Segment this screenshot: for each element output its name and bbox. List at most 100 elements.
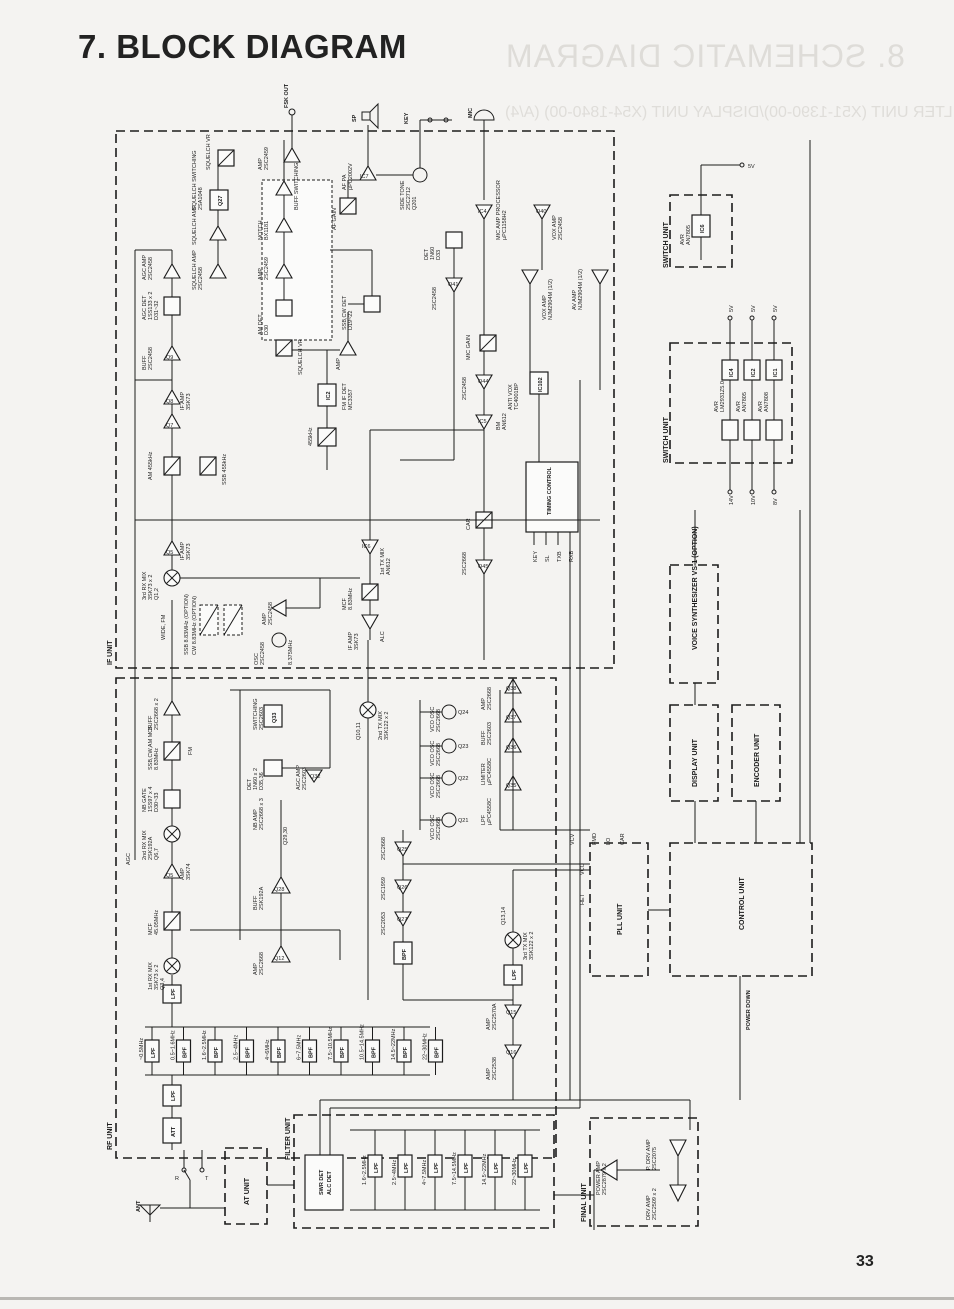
avr-in-label: 14V (729, 495, 735, 505)
key-contact-a (427, 117, 433, 123)
drv-amp-label: DRV AMP (646, 1195, 652, 1220)
if-unit-label: IF UNIT (107, 640, 114, 665)
mcf-label: MCF (148, 922, 154, 935)
ssb-mcf-freq: 8.83MHz (154, 748, 160, 770)
avr-part: LM2931Z5.0 (720, 381, 726, 412)
nb-det-part: 1N60 x 2 (253, 768, 259, 790)
encoder-unit-label: ENCODER UNIT (754, 733, 761, 787)
cw-option-label: CW 8.83MHz (OPTION) (192, 596, 198, 655)
bm-ic: IC5 (478, 419, 487, 425)
av-amp-label: AV AMP (572, 290, 578, 310)
amp-q10-label: AMP (258, 268, 264, 280)
squelch-amp-part: 2SC2458 (198, 267, 204, 290)
mic-amp-label: MIC AMP PROCESSOR (496, 180, 502, 240)
tx-switch-label: T (205, 1176, 209, 1182)
mic-label: MIC (468, 108, 474, 118)
avr-part: AN7808 (764, 392, 770, 412)
pre-drv-amp (669, 1139, 687, 1158)
avr-out-label: 5V (751, 305, 757, 312)
rf-amp-part: 3SK74 (186, 863, 192, 880)
pll-signal-label: LO (606, 837, 612, 845)
vco-osc-symbol (441, 770, 457, 786)
mcf-tx-freq: 8.83MHz (348, 588, 354, 610)
if-amp-q7 (163, 412, 181, 429)
osc-part: 2SC2458 (260, 642, 266, 665)
mcf-freq: 45.05MHz (154, 910, 160, 935)
buff-q45-part: 2SC2668 (462, 552, 468, 575)
if-buff-part: 2SC2458 (148, 347, 154, 370)
fm-if-det-part: MC3357 (348, 389, 354, 410)
vco-osc-symbol (441, 738, 457, 754)
at-unit-label: AT UNIT (244, 1177, 251, 1205)
switch-unit-lower-boundary (669, 342, 793, 464)
tx1-mix-ic: IC6 (362, 544, 371, 550)
rx2-mix-symbol (163, 825, 181, 843)
af-gain-label: AF GAIN (332, 208, 338, 230)
anti-vox-part: TC4001BP (514, 383, 520, 410)
af-pa-ic7 (359, 164, 377, 181)
vco-lpf-part: µPC4558C (487, 798, 493, 825)
vco-lpf-label: LPF (481, 814, 487, 825)
vco-osc-name: VCO OSC (430, 741, 436, 766)
buff-q45-q: Q45 (478, 564, 488, 570)
timing-signal-label: SL (545, 555, 551, 562)
bm-part: AN612 (502, 413, 508, 430)
osc-label: OSC (254, 653, 260, 665)
vco-limiter-part: µPC4558C (487, 758, 493, 785)
pre-drv-amp-label: P. DRV AMP (646, 1139, 652, 1170)
if-amp1-label: IF AMP (180, 542, 186, 560)
nb-buff-part: 2SK192A (259, 886, 265, 910)
timing-signal-label: TXB (557, 551, 563, 562)
tx2-mix-label: 2nd TX MIX (378, 711, 384, 740)
agc-det-label: AGC DET (142, 295, 148, 320)
if-amp2-part: 3SK73 (186, 393, 192, 410)
squelch-amp-label: SQUELCH AMP (192, 250, 198, 290)
pll-unit-label: PLL UNIT (617, 903, 624, 935)
rf-filter-range: 2.5~4MHz (234, 1035, 240, 1060)
ant-label: ANT (136, 1200, 142, 1212)
nb-amp-label: NB AMP (253, 809, 259, 830)
if-buff-label: BUFF (142, 355, 148, 370)
am-filter-label: AM 455kHz (148, 451, 154, 480)
vox-amp2-part: NJM2904M (1/2) (548, 279, 554, 320)
tx-lpf-label: LPF (512, 969, 518, 980)
avr-name: AVR (736, 401, 742, 412)
amp-ssb-det (339, 339, 357, 356)
nb-gate-d: D30~33 (154, 793, 160, 812)
tx3-mix-part: 3SK122 x 2 (529, 932, 535, 960)
rf-filter-type: BPF (246, 1046, 252, 1058)
fsk-out-jack (288, 108, 296, 116)
vco-limiter-label: LIMITER (481, 763, 487, 785)
amp-q41-part: 2SC2458 (432, 287, 438, 310)
am-det-label: AM DET (258, 314, 264, 335)
side-tone-q: Q201 (412, 197, 418, 210)
filter-unit-lpf-range: 22~30MHz (512, 1158, 518, 1185)
mic-amp-ic: IC4 (478, 209, 487, 215)
at-unit-boundary (224, 1147, 268, 1225)
side-tone-label: SIDE TONE (400, 180, 406, 210)
tx3-mix-q: Q13,14 (501, 907, 507, 925)
amp-q44-part: 2SC2458 (462, 377, 468, 400)
avr-ic-label: IC4 (729, 368, 735, 378)
if-buff-q: Q9 (166, 355, 173, 361)
rf-amp-q5 (163, 862, 181, 879)
tx2-mix-part: 3SK122 x 2 (384, 712, 390, 740)
squelch-sw-part: 2SA1048 (198, 187, 204, 210)
vco-osc-q: Q23 (458, 744, 468, 750)
nb-buff-q: Q28 (274, 887, 284, 893)
det-group-box (261, 179, 333, 341)
nb-det-block (263, 759, 283, 777)
amp-q44-q: Q44 (478, 379, 488, 385)
agc-det-block (163, 296, 181, 316)
tx-bpf-label: BPF (402, 948, 408, 960)
avr-part: AN7805 (742, 392, 748, 412)
squelch-vr-label: SQUELCH VR (206, 134, 212, 170)
rf-filter-range: 7.5~10.5MHz (328, 1027, 334, 1060)
rf-filter-range: 14.5~22MHz (391, 1028, 397, 1060)
bm-label: BM (496, 421, 502, 430)
display-unit-boundary (669, 704, 719, 802)
nb-amp-part: 2SC2668 x 3 (259, 798, 265, 830)
power-down-label: POWER DOWN (746, 990, 752, 1030)
